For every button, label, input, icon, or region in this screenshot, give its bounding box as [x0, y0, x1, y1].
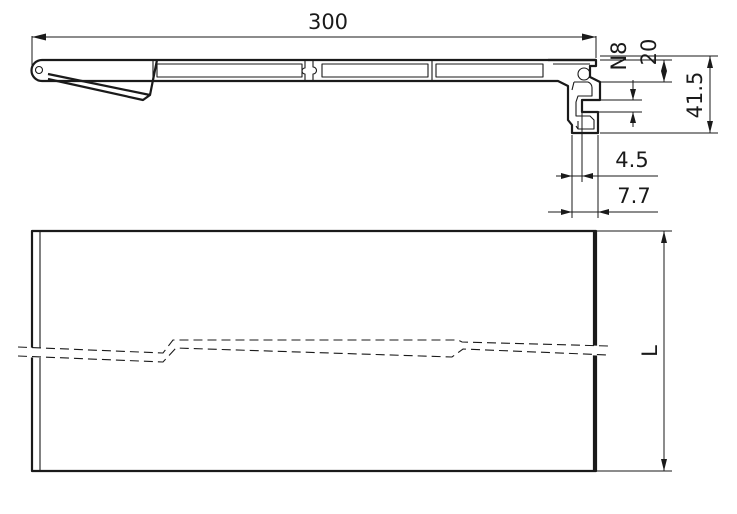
profile-chambers [156, 63, 544, 78]
dim-height-upper: 20 [600, 39, 672, 83]
length-label: L [638, 345, 662, 357]
break-line-upper [17, 339, 609, 354]
profile-webs [152, 60, 433, 81]
plan-view [17, 229, 609, 473]
width-small-label: 4.5 [615, 148, 648, 172]
dim-length: L [596, 230, 672, 472]
break-band [20, 339, 606, 363]
height-total-label: 41.5 [683, 72, 707, 119]
hook-round [577, 67, 591, 81]
profile-nose [30, 58, 596, 83]
profile-wedge [47, 59, 159, 102]
dim-slot: N8 [598, 41, 642, 127]
dim-width-large: 7.7 [548, 135, 658, 218]
nose-hole [34, 65, 44, 75]
overall-width-label: 300 [308, 10, 348, 34]
height-upper-label: 20 [637, 39, 661, 66]
dim-width-small: 4.5 [556, 112, 658, 182]
break-line-lower [17, 347, 609, 363]
profile-hook-inner [553, 63, 595, 130]
cross-section-profile [30, 58, 602, 135]
width-large-label: 7.7 [617, 184, 650, 208]
dim-overall-width: 300 [31, 10, 597, 70]
dim-height-total: 41.5 [600, 55, 718, 134]
